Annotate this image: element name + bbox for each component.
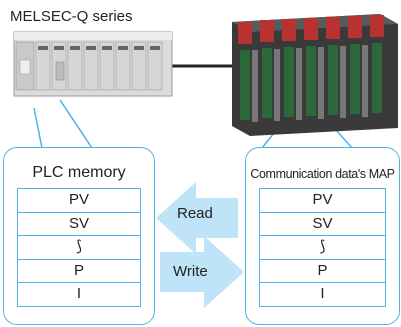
read-arrow-icon bbox=[156, 182, 238, 254]
plc-series-label: MELSEC-Q series bbox=[10, 8, 133, 25]
plc-memory-row: I bbox=[17, 282, 141, 307]
communication-map-row: PV bbox=[259, 188, 386, 213]
read-label: Read bbox=[177, 205, 213, 222]
write-label: Write bbox=[173, 263, 208, 280]
communication-map-row: P bbox=[259, 258, 386, 283]
plc-memory-row: PV bbox=[17, 188, 141, 213]
communication-map-row: ⟆ bbox=[259, 235, 386, 260]
write-arrow-icon bbox=[160, 236, 244, 308]
plc-callout-lines bbox=[33, 99, 93, 149]
communication-map-row: I bbox=[259, 282, 386, 307]
plc-memory-panel: PLC memory PV SV ⟆ P I bbox=[3, 147, 155, 325]
communication-map-title: Communication data's MAP bbox=[250, 167, 395, 181]
communication-map-table: PV SV ⟆ P I bbox=[259, 188, 386, 307]
communication-map-panel: Communication data's MAP PV SV ⟆ P I bbox=[245, 147, 400, 325]
plc-rack-image bbox=[13, 31, 173, 97]
controllers-image bbox=[232, 14, 398, 136]
plc-memory-table: PV SV ⟆ P I bbox=[17, 188, 141, 307]
plc-memory-title: PLC memory bbox=[32, 164, 126, 181]
plc-memory-row: P bbox=[17, 258, 141, 283]
communication-map-row: SV bbox=[259, 211, 386, 236]
plc-memory-row: ⟆ bbox=[17, 235, 141, 260]
plc-memory-row: SV bbox=[17, 211, 141, 236]
